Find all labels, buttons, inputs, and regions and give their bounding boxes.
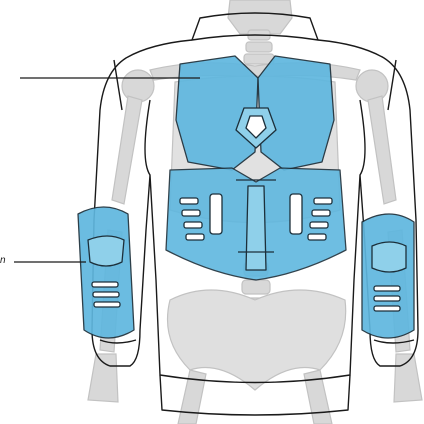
- callout-label-fragment: n: [0, 255, 6, 267]
